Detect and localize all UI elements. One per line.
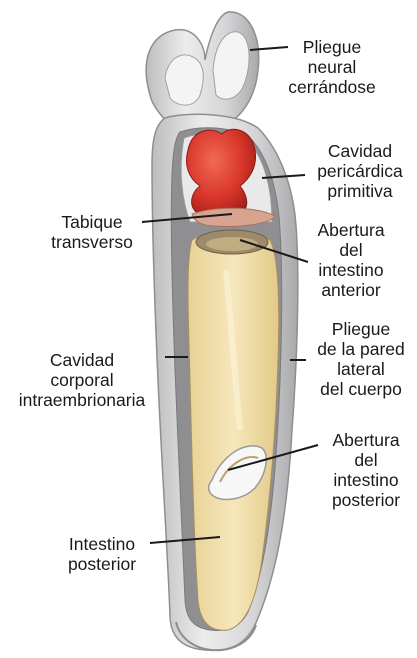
label-lateral-body-wall-fold: Pliegue de la pared lateral del cuerpo [305, 319, 417, 399]
label-neural-fold: Pliegue neural cerrándose [282, 37, 382, 97]
label-septum-transversum: Tabique transverso [40, 212, 144, 252]
neural-fold-shape [146, 12, 259, 125]
label-posterior-portal: Abertura del intestino posterior [318, 430, 414, 510]
heart-shape [187, 129, 256, 219]
label-pericardial-cavity: Cavidad pericárdica primitiva [306, 141, 414, 201]
label-anterior-portal: Abertura del intestino anterior [305, 220, 397, 300]
label-intraembryonic-cavity: Cavidad corporal intraembrionaria [2, 350, 162, 410]
label-hindgut: Intestino posterior [54, 534, 150, 574]
